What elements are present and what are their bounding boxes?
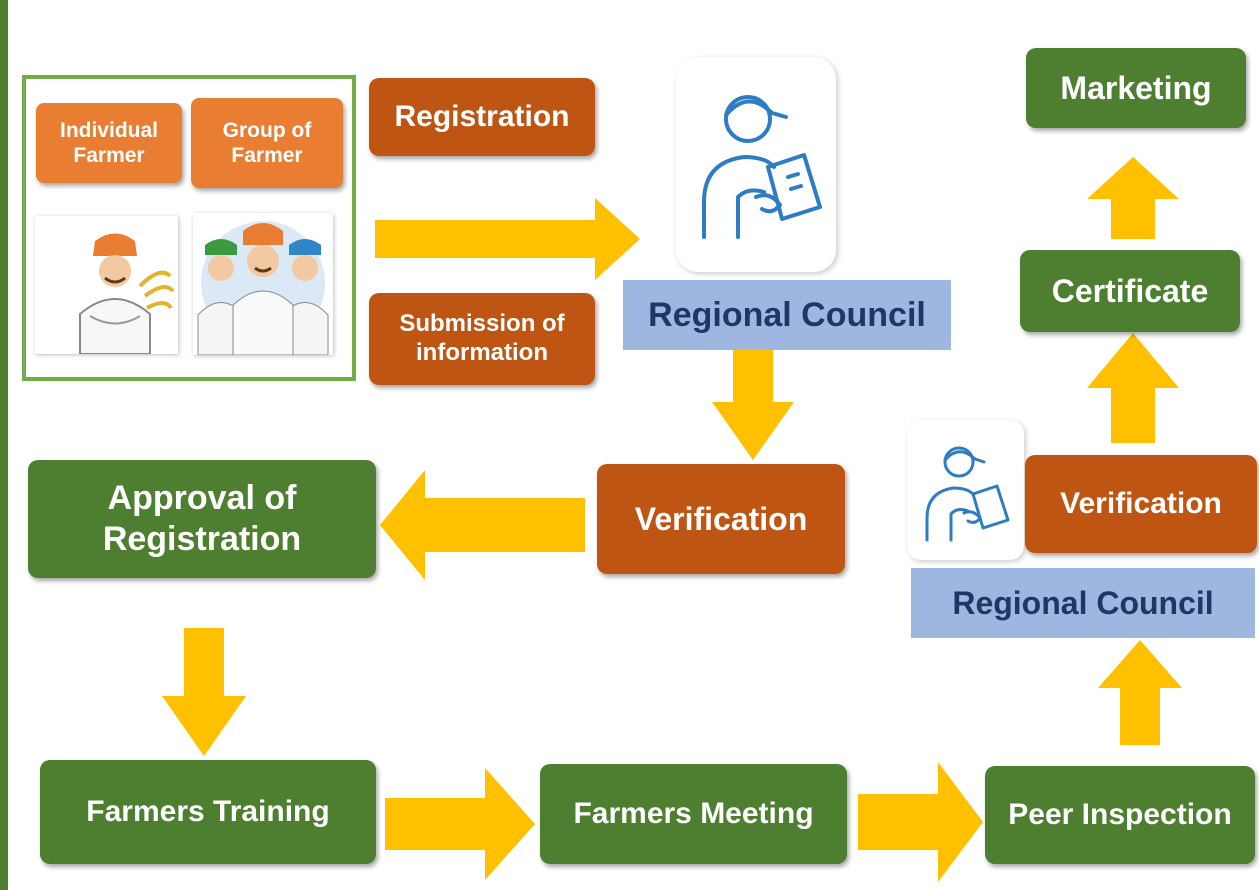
arrow-verification-to-approval: [380, 470, 585, 580]
arrow-approval-to-training: [162, 628, 246, 756]
inspector-icon: [925, 446, 1010, 542]
regional-council-top-icon-card: [676, 57, 836, 272]
verification-center-step: Verification: [597, 464, 845, 574]
left-accent-bar: [0, 0, 8, 890]
farmer-group-image: [193, 213, 333, 355]
farmer-icon: [79, 233, 175, 354]
group-of-farmer-label: Group of Farmer: [191, 98, 343, 188]
verification-right-step: Verification: [1025, 455, 1257, 553]
regional-council-top: Regional Council: [623, 280, 951, 350]
peer-inspection-step: Peer Inspection: [985, 766, 1255, 864]
certificate-step: Certificate: [1020, 250, 1240, 332]
arrow-inspection-to-council: [1098, 640, 1182, 745]
marketing-step: Marketing: [1026, 48, 1246, 128]
submission-step: Submission of information: [369, 293, 595, 385]
arrow-meeting-to-inspection: [858, 762, 983, 882]
approval-of-registration-step: Approval of Registration: [28, 460, 376, 578]
arrow-certificate-to-marketing: [1087, 157, 1179, 239]
registration-step: Registration: [369, 78, 595, 156]
farmers-training-step: Farmers Training: [40, 760, 376, 864]
farmers-meeting-step: Farmers Meeting: [540, 764, 847, 864]
individual-farmer-image: [35, 216, 178, 354]
arrow-council-to-verification: [712, 350, 794, 460]
regional-council-right: Regional Council: [911, 568, 1255, 638]
arrow-training-to-meeting: [385, 768, 535, 880]
inspector-icon: [702, 95, 822, 239]
farmer-group-icon: [197, 221, 329, 355]
arrow-verification-to-certificate: [1087, 333, 1179, 443]
arrow-registration-to-council: [375, 198, 640, 280]
individual-farmer-label: Individual Farmer: [36, 103, 182, 183]
regional-council-right-icon-card: [907, 420, 1024, 560]
